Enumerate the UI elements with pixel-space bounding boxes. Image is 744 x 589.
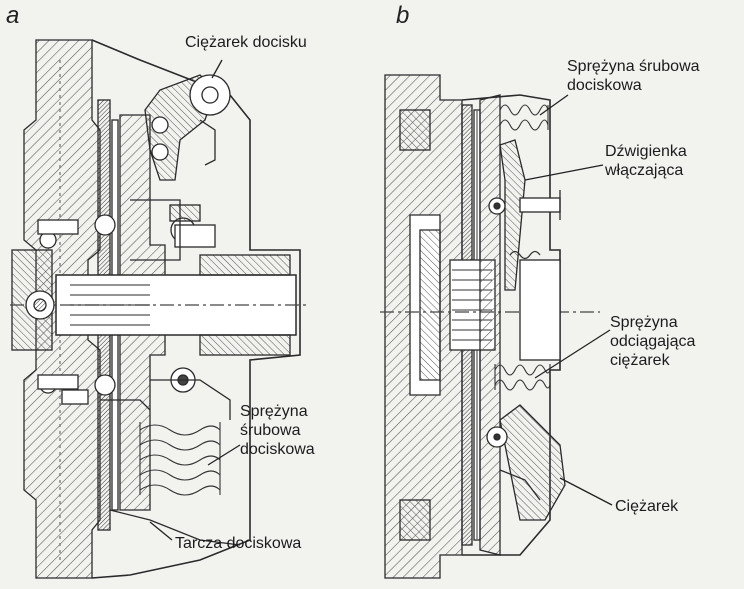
panel-a-drawing: [10, 39, 310, 579]
label-lever-b: Dźwigienka włączająca: [605, 142, 687, 180]
panel-b-drawing: [380, 74, 613, 579]
label-lever-b-line1: Dźwigienka: [605, 143, 687, 160]
panel-b-letter: b: [396, 2, 410, 29]
label-spring-a-line1: Sprężyna: [240, 403, 308, 420]
label-weight-b: Ciężarek: [615, 498, 679, 515]
label-plate-a: Tarcza dociskowa: [175, 535, 302, 552]
weight-b: [499, 404, 566, 521]
panel-a-letter: a: [6, 2, 20, 29]
label-spring-b-line1: Sprężyna śrubowa: [567, 58, 700, 75]
label-return-spring-b-line1: Sprężyna: [610, 314, 678, 331]
label-spring-a: Sprężyna śrubowa dociskowa: [240, 402, 315, 459]
label-spring-a-line2: śrubowa: [240, 422, 301, 439]
label-return-spring-b: Sprężyna odciągająca ciężarek: [610, 313, 695, 370]
return-spring-b: [494, 364, 551, 391]
label-spring-b: Sprężyna śrubowa dociskowa: [567, 57, 700, 95]
label-spring-b-line2: dociskowa: [567, 77, 642, 94]
label-return-spring-b-line3: ciężarek: [610, 352, 670, 369]
label-spring-a-line3: dociskowa: [240, 441, 315, 458]
label-return-spring-b-line2: odciągająca: [610, 333, 696, 350]
label-weight-a: Ciężarek docisku: [185, 34, 307, 51]
spring-a: [139, 422, 221, 496]
lever-b: [499, 139, 526, 291]
label-lever-b-line2: włączająca: [605, 162, 684, 179]
spring-b: [499, 104, 549, 131]
